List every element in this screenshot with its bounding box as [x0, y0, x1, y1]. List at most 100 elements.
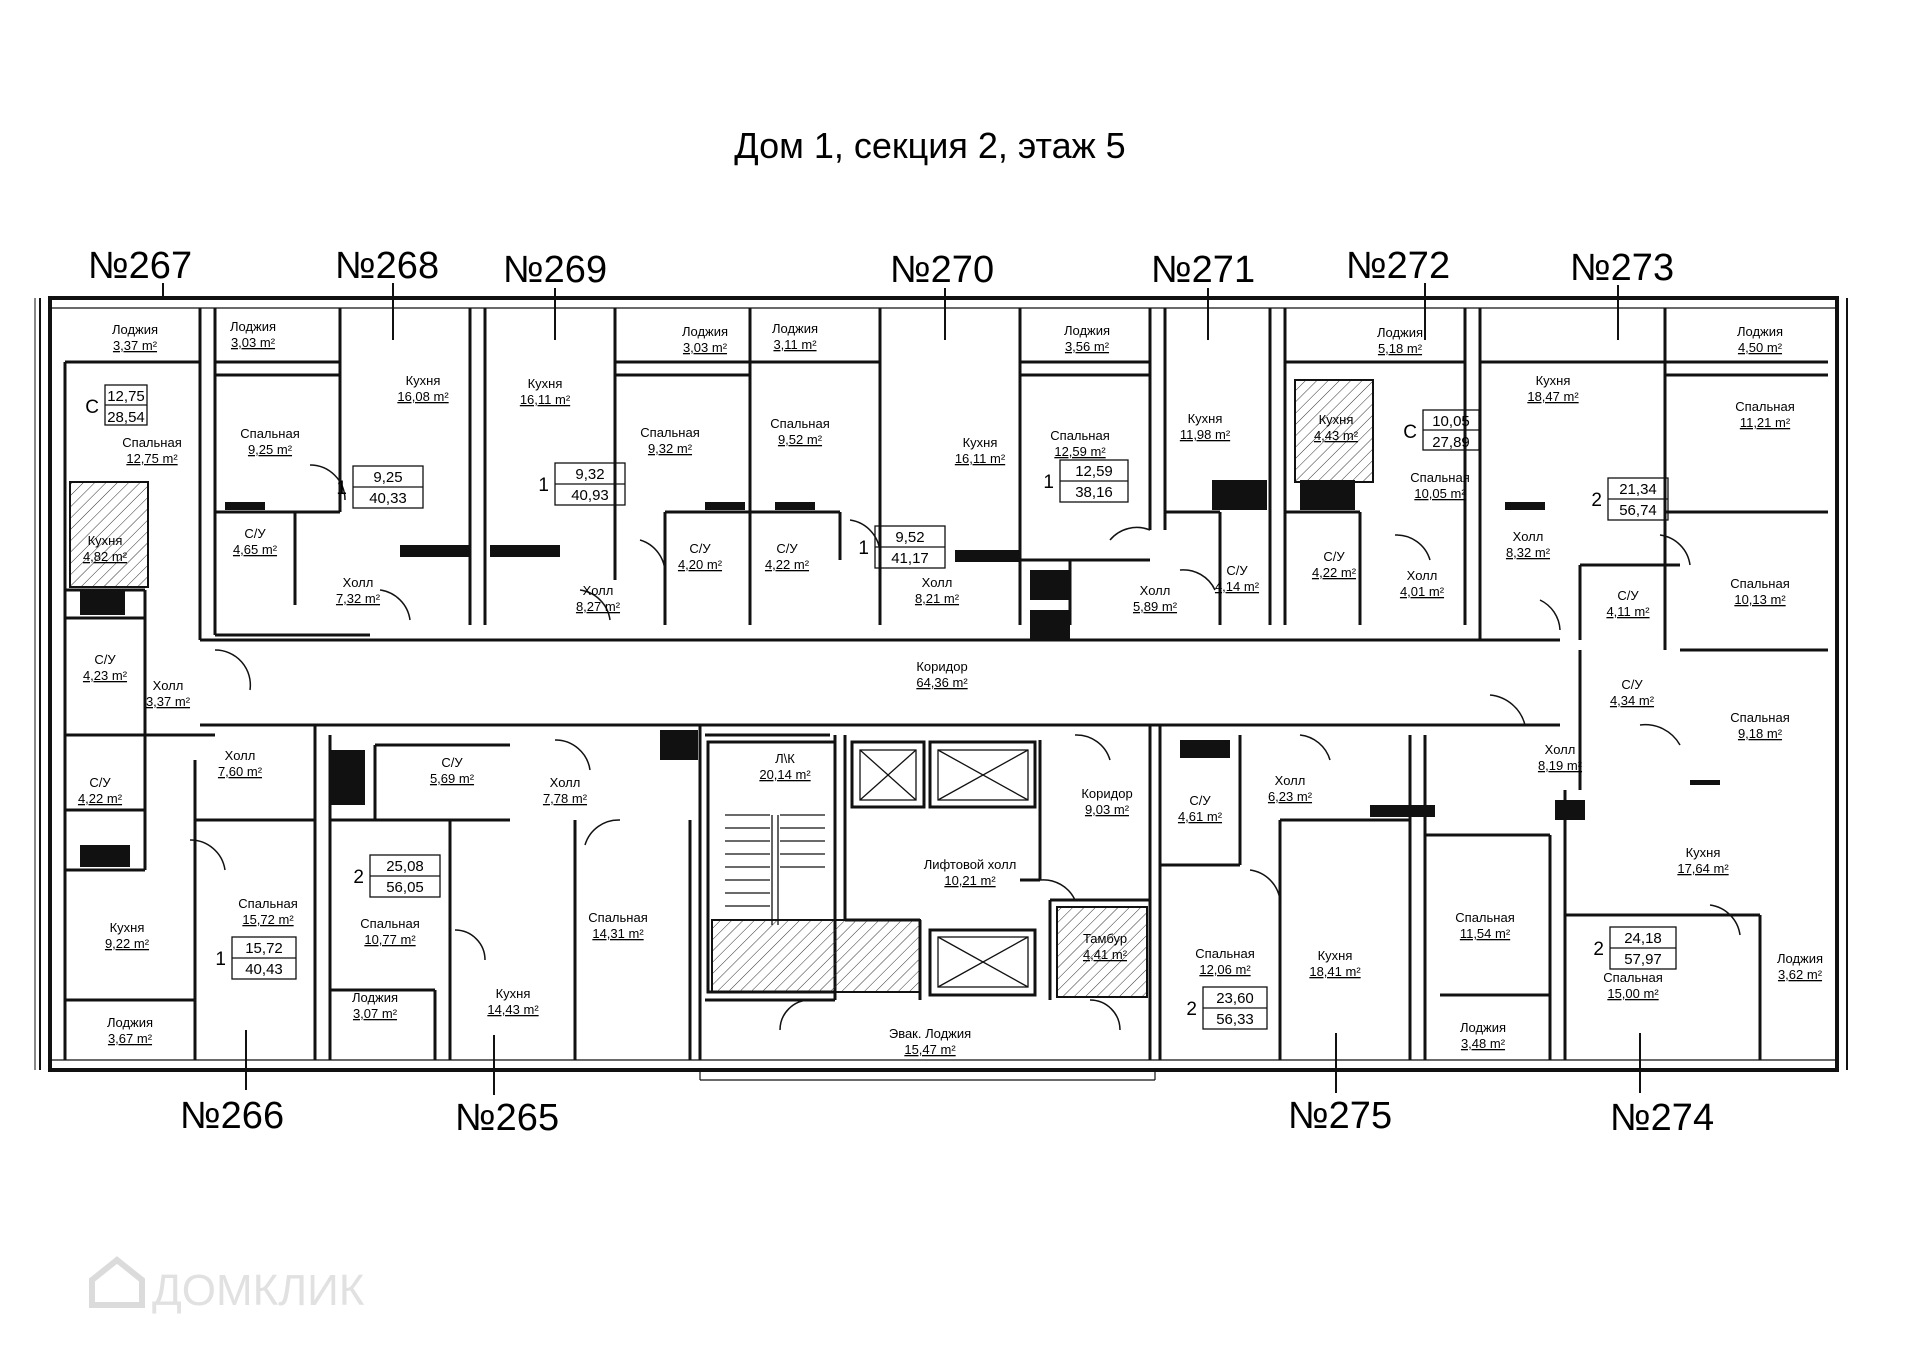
room-area: 4,50 m² — [1738, 340, 1783, 355]
room-area: 4,65 m² — [233, 542, 278, 557]
room-name: Спальная — [360, 916, 419, 931]
room-name: Спальная — [1730, 576, 1789, 591]
room-name: Кухня — [406, 373, 441, 388]
apartment-rooms-count: 2 — [353, 867, 364, 888]
room-name: С/У — [1189, 793, 1211, 808]
room-name: С/У — [689, 541, 711, 556]
apartment-label-273: №273 — [1570, 247, 1674, 289]
room-label: С/У4,65 m² — [233, 526, 278, 557]
room-area: 3,56 m² — [1065, 339, 1110, 354]
room-name: Кухня — [1319, 412, 1354, 427]
room-area: 16,08 m² — [397, 389, 449, 404]
room-area: 3,67 m² — [108, 1031, 153, 1046]
room-area: 9,52 m² — [778, 432, 823, 447]
room-area: 9,25 m² — [248, 442, 293, 457]
room-name: Кухня — [110, 920, 145, 935]
room-name: Спальная — [640, 425, 699, 440]
room-area: 4,41 m² — [1083, 947, 1128, 962]
room-area: 3,07 m² — [353, 1006, 398, 1021]
room-name: Кухня — [1686, 845, 1721, 860]
room-name: Холл — [153, 678, 184, 693]
plumbing-fixtures — [80, 480, 1720, 867]
room-area: 3,03 m² — [683, 340, 728, 355]
apartment-rooms-count: 2 — [1186, 999, 1197, 1020]
room-area: 17,64 m² — [1677, 861, 1729, 876]
room-area: 3,11 m² — [773, 337, 817, 352]
room-name: Кухня — [528, 376, 563, 391]
apartment-label-275: №275 — [1288, 1095, 1392, 1137]
room-area: 4,43 m² — [1314, 428, 1359, 443]
room-area: 8,32 m² — [1506, 545, 1551, 560]
living-area: 12,75 — [107, 388, 145, 405]
room-area: 5,18 m² — [1378, 341, 1423, 356]
watermark-text: ДОМКЛИК — [152, 1266, 365, 1315]
room-area: 4,01 m² — [1400, 584, 1445, 599]
room-name: Спальная — [238, 896, 297, 911]
apartment-rooms-count: 1 — [858, 538, 869, 559]
room-label: С/У4,22 m² — [78, 775, 123, 806]
plan-title: Дом 1, секция 2, этаж 5 — [734, 125, 1125, 166]
apartment-rooms-count: 1 — [336, 478, 347, 499]
room-area: 14,43 m² — [487, 1002, 539, 1017]
room-name: Холл — [1545, 742, 1576, 757]
room-name: С/У — [1323, 549, 1345, 564]
room-name: Лоджия — [1737, 324, 1783, 339]
room-area: 6,23 m² — [1268, 789, 1313, 804]
room-area: 16,11 m² — [955, 451, 1006, 466]
living-area: 21,34 — [1619, 481, 1657, 498]
total-area: 40,93 — [571, 487, 609, 504]
room-area: 4,34 m² — [1610, 693, 1655, 708]
room-name: Холл — [225, 748, 256, 763]
room-name: С/У — [89, 775, 111, 790]
total-area: 40,33 — [369, 490, 407, 507]
room-area: 15,00 m² — [1607, 986, 1659, 1001]
room-area: 4,61 m² — [1178, 809, 1223, 824]
room-area: 15,47 m² — [904, 1042, 956, 1057]
total-area: 56,74 — [1619, 502, 1657, 519]
room-label: С/У5,69 m² — [430, 755, 475, 786]
stair-steps — [725, 814, 825, 925]
living-area: 9,52 — [895, 529, 924, 546]
kitchen-niche-hatch-272 — [1294, 379, 1374, 483]
apartment-label-267: №267 — [88, 245, 192, 287]
apartment-label-271: №271 — [1151, 249, 1255, 291]
room-name: Лоджия — [1064, 323, 1110, 338]
room-label: С/У4,22 m² — [765, 541, 810, 572]
room-name: Спальная — [240, 426, 299, 441]
room-area: 3,62 m² — [1778, 967, 1823, 982]
apartment-label-270: №270 — [890, 249, 994, 291]
house-icon — [89, 1256, 145, 1308]
room-name: Спальная — [1050, 428, 1109, 443]
